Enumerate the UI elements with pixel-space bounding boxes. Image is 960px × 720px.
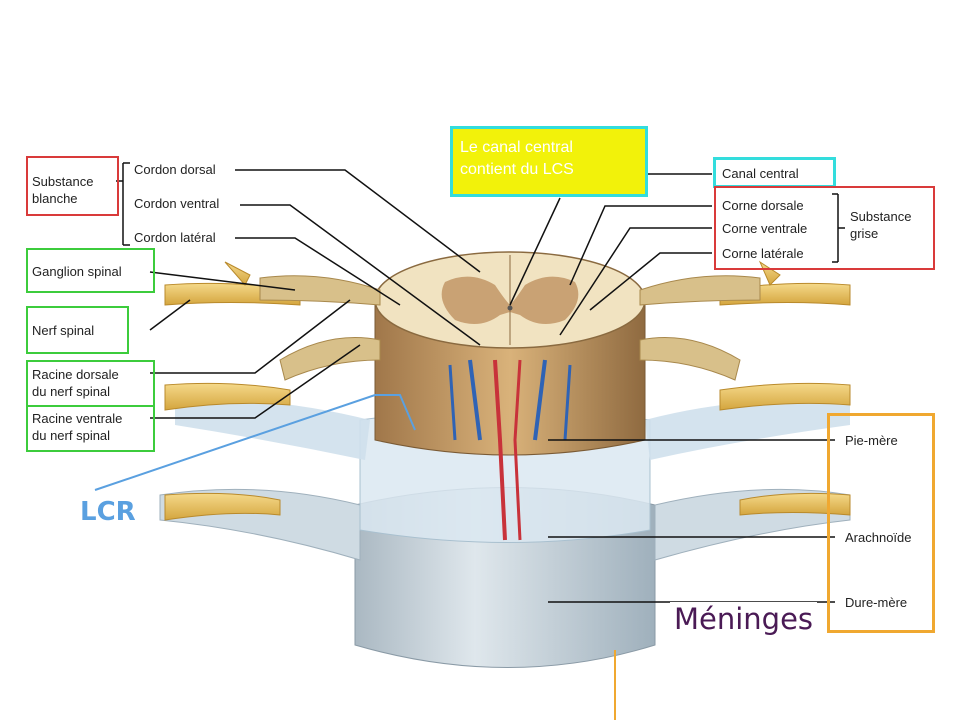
arachnoide-label: Arachnoïde xyxy=(845,530,912,545)
grey-matter xyxy=(441,276,579,324)
meninges-label: Méninges xyxy=(670,602,818,636)
nerf-spinal-label: Nerf spinal xyxy=(32,323,95,338)
nerf-spinal-box xyxy=(26,306,129,354)
corne-laterale-label: Corne latérale xyxy=(722,246,804,261)
substance-blanche-box xyxy=(26,156,119,216)
pie-mere-label: Pie-mère xyxy=(845,433,898,448)
callout-box xyxy=(450,126,648,197)
lcr-pointer xyxy=(94,394,416,491)
ganglion-spinal-label: Ganglion spinal xyxy=(32,264,122,279)
substance-grise-box xyxy=(714,186,935,270)
ganglion-spinal-box xyxy=(26,248,155,293)
dure-mere-label: Dure-mère xyxy=(845,595,908,610)
cordon-dorsal-label: Cordon dorsal xyxy=(134,162,216,177)
meninges-box xyxy=(827,413,935,633)
racine-ventrale-box xyxy=(26,405,155,452)
cordon-lateral-label: Cordon latéral xyxy=(134,230,216,245)
canal-central-label: Canal central xyxy=(722,166,799,181)
corne-dorsale-label: Corne dorsale xyxy=(722,198,804,213)
cordon-ventral-label: Cordon ventral xyxy=(134,196,220,211)
spinal-nerves xyxy=(164,260,851,521)
lcr-label: LCR xyxy=(80,497,136,527)
corne-ventrale-label: Corne ventrale xyxy=(722,221,808,236)
